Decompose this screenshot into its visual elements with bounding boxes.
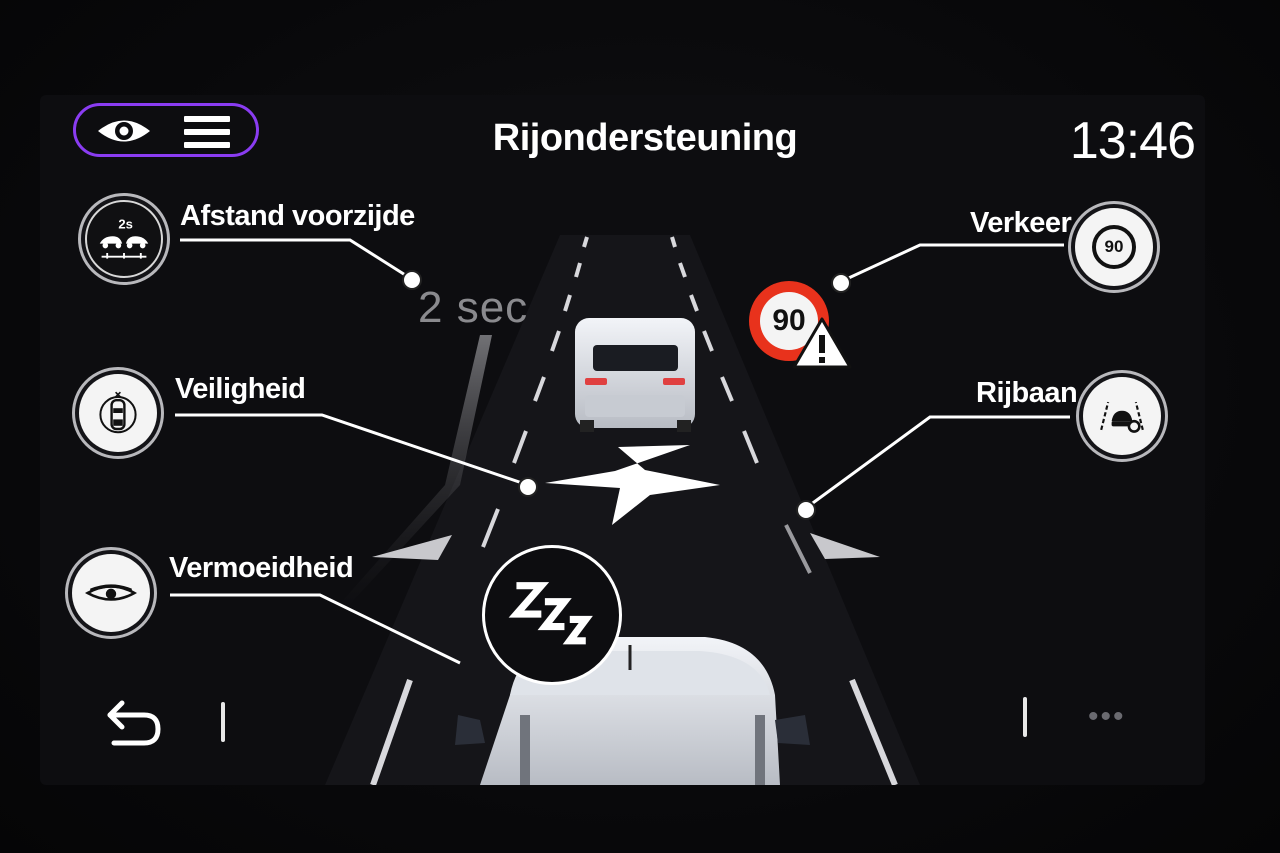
scene-speed-value: 90 xyxy=(772,304,806,337)
driver-safety-icon xyxy=(99,391,137,434)
safety-button[interactable] xyxy=(72,367,164,459)
view-menu-pill xyxy=(73,103,259,157)
drowsiness-eye-icon xyxy=(85,584,137,601)
eye-icon[interactable] xyxy=(96,116,152,146)
lane-line-right xyxy=(670,236,898,785)
connector-lines xyxy=(170,238,1070,665)
warning-triangle-icon xyxy=(792,317,852,369)
distance-gap-bars xyxy=(330,335,492,615)
distance-badge: 2s xyxy=(118,217,133,232)
distance-label: Afstand voorzijde xyxy=(180,200,415,232)
lane-assist-icon xyxy=(1100,401,1144,433)
traffic-button[interactable]: 90 xyxy=(1068,201,1160,293)
connector-dots xyxy=(402,270,851,520)
lane-arrow-right xyxy=(810,533,880,559)
distance-value: 2 sec xyxy=(418,283,529,332)
fatigue-indicator xyxy=(482,545,622,685)
lane-arrow-left xyxy=(372,535,452,560)
fatigue-label: Vermoeidheid xyxy=(169,552,354,584)
page-title: Rijondersteuning xyxy=(492,117,798,159)
traffic-sign-value: 90 xyxy=(1104,237,1124,256)
lane-button[interactable] xyxy=(1076,370,1168,462)
following-distance-icon: 2s xyxy=(99,217,149,259)
lane-label: Rijbaan xyxy=(976,377,1078,409)
hamburger-menu-icon[interactable] xyxy=(184,114,230,150)
lane-line-left xyxy=(370,236,589,785)
distance-button[interactable]: 2s xyxy=(78,193,170,285)
safety-label: Veiligheid xyxy=(175,373,306,405)
zzz-icon xyxy=(508,582,593,645)
clock: 13:46 xyxy=(1069,112,1196,170)
traffic-label: Verkeer xyxy=(970,207,1072,239)
safety-star-icon xyxy=(545,445,720,525)
front-vehicle xyxy=(575,318,695,432)
speed-sign-icon: 90 xyxy=(1092,225,1136,269)
driving-assist-screen: 90 2 sec Rijondersteuning 1 xyxy=(40,95,1205,785)
back-arrow-icon[interactable] xyxy=(104,695,164,751)
footer-separator-right xyxy=(1023,697,1027,737)
more-dots-icon[interactable]: ••• xyxy=(1088,700,1126,733)
fatigue-button[interactable] xyxy=(65,547,157,639)
footer-separator-left xyxy=(221,702,225,742)
road-scene xyxy=(170,235,1070,785)
